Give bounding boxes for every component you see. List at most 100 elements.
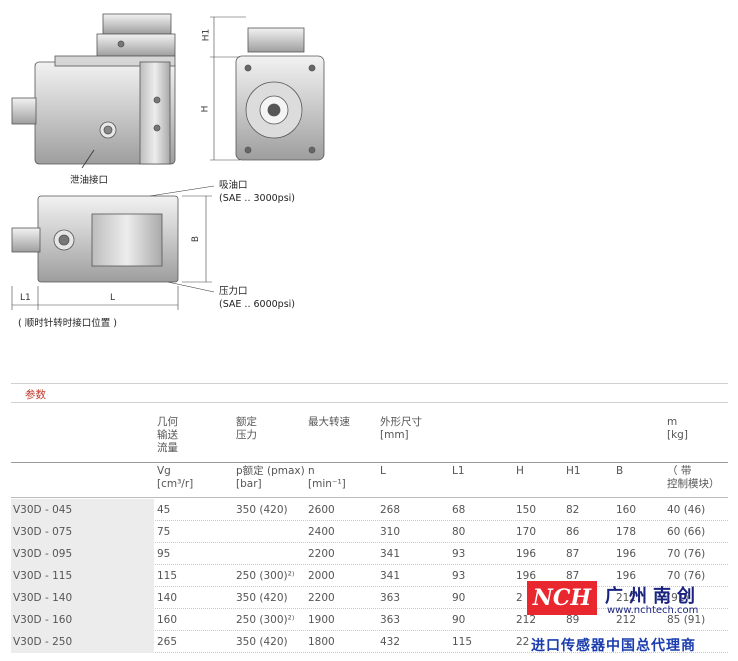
- h-cell: 150: [516, 504, 537, 516]
- header-pressure: 额定 压力: [236, 416, 257, 441]
- pressure-port-label: 压力口: [219, 286, 248, 297]
- mass-cell: 40 (46): [667, 504, 706, 516]
- watermark-slogan: 进口传感器中国总代理商: [531, 638, 696, 654]
- pressure-cell: 350 (420): [236, 636, 288, 648]
- parameter-section-bar: 参数: [11, 383, 728, 403]
- b-cell: 212: [616, 614, 637, 626]
- subheader-H1: H1: [566, 465, 581, 477]
- model-cell: V30D - 160: [11, 609, 154, 631]
- table-row: V30D - 115 115 250 (300)²⁾ 2000 341 93 1…: [11, 565, 728, 587]
- model-cell: V30D - 075: [11, 521, 154, 543]
- subheader-B: B: [616, 465, 624, 477]
- vg-cell: 95: [157, 548, 171, 560]
- b-cell: 212: [616, 592, 637, 604]
- l1-cell: 93: [452, 548, 466, 560]
- vg-cell: 160: [157, 614, 178, 626]
- l1-cell: 68: [452, 504, 466, 516]
- table-row: V30D - 095 95 2200 341 93 196 87 196 70 …: [11, 543, 728, 565]
- l1-cell: 90: [452, 592, 466, 604]
- b-cell: 196: [616, 548, 637, 560]
- h1-cell: 86: [566, 526, 580, 538]
- l1-cell: 93: [452, 570, 466, 582]
- model-cell: V30D - 095: [11, 543, 154, 565]
- speed-cell: 2000: [308, 570, 335, 582]
- l-cell: 268: [380, 504, 401, 516]
- l1-cell: 90: [452, 614, 466, 626]
- b-cell: 178: [616, 526, 637, 538]
- table-row: V30D - 250 265 350 (420) 1800 432 115 22: [11, 631, 728, 653]
- subheader-rule: [11, 497, 728, 498]
- h1-cell: 87: [566, 570, 580, 582]
- header-mass: m [kg]: [667, 416, 688, 441]
- speed-cell: 1800: [308, 636, 335, 648]
- mass-cell: 70 (76): [667, 548, 706, 560]
- dim-b: B: [191, 235, 202, 243]
- watermark-logo: NCH: [527, 581, 597, 615]
- dim-h1: H1: [201, 28, 212, 42]
- l1-cell: 80: [452, 526, 466, 538]
- h-cell: 170: [516, 526, 537, 538]
- h1-cell: 89: [566, 614, 580, 626]
- subheader-n: n [min⁻¹]: [308, 465, 346, 490]
- model-cell: V30D - 115: [11, 565, 154, 587]
- subheader-p: p额定 (pmax) [bar]: [236, 465, 305, 490]
- clockwise-note: ( 顺时针转时接口位置 ): [18, 318, 117, 329]
- subheader-L1: L1: [452, 465, 465, 477]
- speed-cell: 2200: [308, 592, 335, 604]
- pressure-cell: 350 (420): [236, 592, 288, 604]
- l-cell: 363: [380, 592, 401, 604]
- watermark-company: 广州南创: [605, 586, 701, 607]
- l-cell: 341: [380, 570, 401, 582]
- l1-cell: 115: [452, 636, 473, 648]
- table-row: V30D - 160 160 250 (300)²⁾ 1900 363 90 2…: [11, 609, 728, 631]
- pump-top-view: [11, 185, 215, 310]
- vg-cell: 75: [157, 526, 171, 538]
- model-cell: V30D - 250: [11, 631, 154, 653]
- mass-cell: 70 (76): [667, 570, 706, 582]
- l-cell: 432: [380, 636, 401, 648]
- pressure-cell: 350 (420): [236, 504, 288, 516]
- vg-cell: 115: [157, 570, 178, 582]
- h-cell: 196: [516, 570, 537, 582]
- table-row: V30D - 075 75 2400 310 80 170 86 178 60 …: [11, 521, 728, 543]
- subheader-H: H: [516, 465, 524, 477]
- vg-cell: 140: [157, 592, 178, 604]
- model-cell: V30D - 140: [11, 587, 154, 609]
- l-cell: 363: [380, 614, 401, 626]
- header-dimensions: 外形尺寸 [mm]: [380, 416, 422, 441]
- h-cell: 196: [516, 548, 537, 560]
- dim-h: H: [200, 105, 211, 113]
- table-row: V30D - 045 45 350 (420) 2600 268 68 150 …: [11, 499, 728, 521]
- suction-port-label: 吸油口: [219, 180, 248, 191]
- b-cell: 196: [616, 570, 637, 582]
- pump-side-view: [11, 13, 176, 169]
- h-cell: 212: [516, 614, 537, 626]
- l-cell: 310: [380, 526, 401, 538]
- pressure-cell: 250 (300)²⁾: [236, 614, 295, 626]
- dim-l: L: [110, 293, 116, 303]
- vg-cell: 45: [157, 504, 171, 516]
- drain-port-label: 泄油接口: [70, 175, 109, 186]
- pump-drawing-svg: [11, 13, 325, 310]
- pressure-spec-label: (SAE .. 6000psi): [219, 299, 295, 310]
- mass-cell: 85 (91): [667, 614, 706, 626]
- technical-drawing: 泄油接口 吸油口 (SAE .. 3000psi) 压力口 (SAE .. 60…: [11, 13, 325, 329]
- h-cell: 2: [516, 592, 523, 604]
- speed-cell: 2200: [308, 548, 335, 560]
- vg-cell: 265: [157, 636, 178, 648]
- speed-cell: 2600: [308, 504, 335, 516]
- speed-cell: 2400: [308, 526, 335, 538]
- subheader-L: L: [380, 465, 386, 477]
- h1-cell: 82: [566, 504, 580, 516]
- l-cell: 341: [380, 548, 401, 560]
- pump-front-view: [210, 16, 325, 161]
- header-speed: 最大转速: [308, 416, 350, 428]
- dim-l1: L1: [20, 293, 31, 303]
- header-displacement: 几何 输送 流量: [157, 416, 178, 454]
- header-rule: [11, 462, 728, 463]
- speed-cell: 1900: [308, 614, 335, 626]
- h-cell: 22: [516, 636, 530, 648]
- pressure-cell: 250 (300)²⁾: [236, 570, 295, 582]
- suction-spec-label: (SAE .. 3000psi): [219, 193, 295, 204]
- mass-cell: (91): [667, 592, 689, 604]
